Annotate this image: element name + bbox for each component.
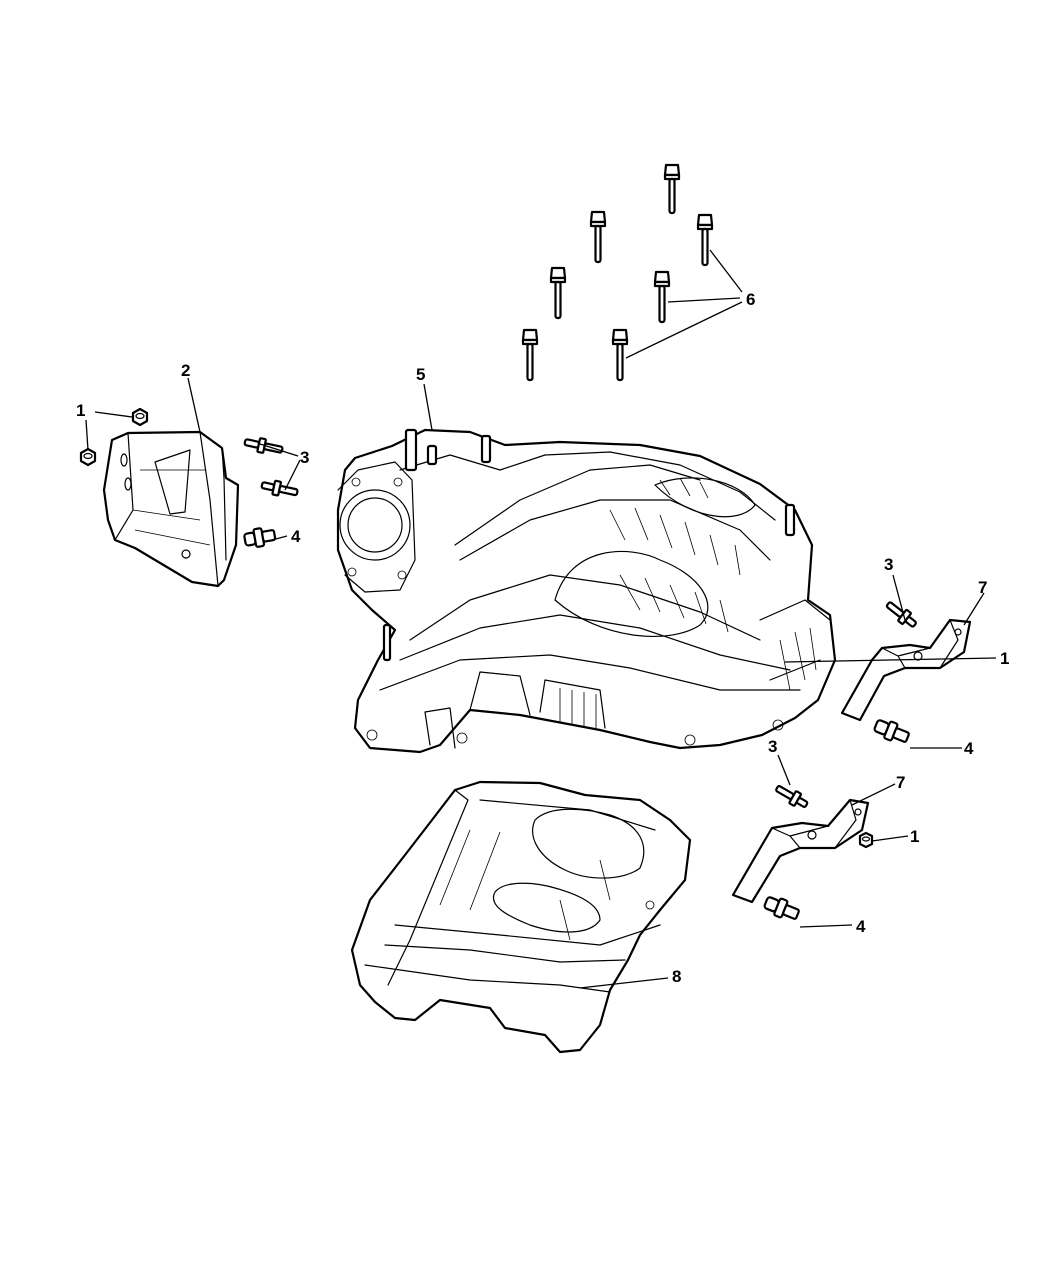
- lower-cover: [350, 780, 692, 1054]
- left-bracket: [102, 430, 240, 588]
- sensor-left: [243, 527, 277, 548]
- callout-labels: 1 2 3 4 5 6 3 7 1 4 3 7 1 4 8: [76, 290, 1009, 986]
- callout-6: 6: [746, 290, 755, 309]
- manifold-bolts: [521, 163, 714, 382]
- callout-1-left: 1: [76, 401, 85, 420]
- leader-lines: [85, 249, 997, 989]
- manifold-bolt: [696, 213, 714, 267]
- callout-4-right-lower: 4: [856, 917, 866, 936]
- nut-left-lower: [79, 447, 97, 467]
- sensor-right-upper: [873, 719, 910, 743]
- manifold-bolt: [589, 210, 607, 264]
- sensor-right-lower: [763, 896, 800, 920]
- callout-1-right-lower: 1: [910, 827, 919, 846]
- callout-7-lower: 7: [896, 773, 905, 792]
- manifold-bolt: [521, 328, 539, 382]
- callout-4-left: 4: [291, 527, 301, 546]
- manifold-bolt: [653, 270, 671, 324]
- manifold-bolt: [611, 328, 629, 382]
- callout-2: 2: [181, 361, 190, 380]
- stud-left-lower: [260, 479, 299, 497]
- callout-5: 5: [416, 365, 425, 384]
- right-bracket-upper: [840, 618, 972, 722]
- stud-right-lower: [775, 785, 809, 808]
- callout-4-right-upper: 4: [964, 739, 974, 758]
- callout-3-right-lower: 3: [768, 737, 777, 756]
- nut-right-lower: [858, 831, 874, 849]
- callout-3-right-upper: 3: [884, 555, 893, 574]
- manifold-bolt: [549, 266, 567, 320]
- callout-3-left: 3: [300, 448, 309, 467]
- manifold-bolt: [663, 163, 681, 215]
- callout-8: 8: [672, 967, 681, 986]
- callout-1-right-upper: 1: [1000, 649, 1009, 668]
- stud-left-upper: [243, 437, 284, 454]
- nut-left-upper: [131, 407, 149, 427]
- intake-manifold: [336, 428, 837, 754]
- callout-7-upper: 7: [978, 578, 987, 597]
- stud-right-upper: [885, 601, 917, 628]
- right-bracket-lower: [731, 798, 870, 904]
